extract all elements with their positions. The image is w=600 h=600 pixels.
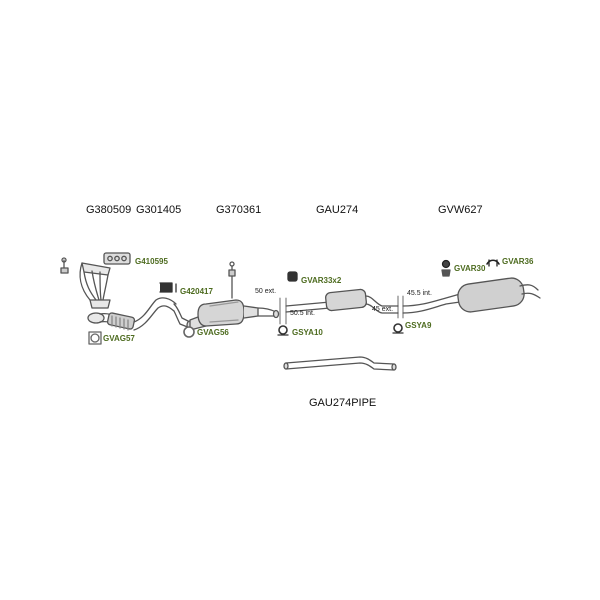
lambda-sensor-icon — [228, 261, 236, 299]
clamp-2-icon[interactable] — [392, 323, 404, 334]
ring-seal-icon[interactable] — [88, 331, 102, 345]
hanger-icon[interactable] — [486, 259, 500, 267]
dimension-label-2: 50.5 int. — [290, 310, 315, 317]
part-code-bracket[interactable]: G420417 — [180, 287, 213, 296]
bolt-stud-icon — [60, 257, 69, 274]
part-code-gasket[interactable]: G410595 — [135, 257, 168, 266]
bracket-icon[interactable] — [159, 282, 177, 293]
part-code-mount-1[interactable]: GVAR33x2 — [301, 276, 342, 285]
dimension-label-3: 45.5 int. — [407, 290, 432, 297]
dimension-label-1: 50 ext. — [255, 288, 277, 295]
pipe-code[interactable]: GAU274PIPE — [309, 397, 377, 409]
part-code-ring-2[interactable]: GVAG56 — [197, 328, 229, 337]
part-code-mount-2[interactable]: GVAR30 — [454, 264, 486, 273]
top-code-4[interactable]: GAU274 — [316, 204, 359, 216]
dimension-label-4: 45 ext. — [372, 306, 394, 313]
part-code-hanger[interactable]: GVAR36 — [502, 257, 534, 266]
manifold-gasket-icon[interactable] — [103, 252, 131, 265]
rear-silencer-icon[interactable] — [402, 277, 541, 314]
middle-pipe-icon[interactable] — [285, 288, 399, 314]
part-code-ring-1[interactable]: GVAG57 — [103, 334, 135, 343]
ring-seal-2-icon[interactable] — [183, 326, 195, 338]
rubber-mount-icon[interactable] — [287, 271, 298, 282]
catalytic-converter-icon[interactable] — [189, 299, 280, 331]
joint-marks-2 — [397, 295, 404, 319]
part-code-clamp-2[interactable]: GSYA9 — [405, 321, 432, 330]
middle-pipe-alt-icon[interactable] — [283, 356, 397, 371]
top-code-1[interactable]: G380509 — [86, 204, 132, 216]
part-code-clamp-1[interactable]: GSYA10 — [292, 328, 323, 337]
exhaust-manifold-icon[interactable] — [79, 262, 111, 309]
clamp-icon[interactable] — [277, 325, 289, 336]
top-code-2[interactable]: G301405 — [136, 204, 182, 216]
joint-marks — [279, 297, 287, 325]
rubber-mount-2-icon[interactable] — [441, 259, 451, 277]
top-code-3[interactable]: G370361 — [216, 204, 262, 216]
top-code-5[interactable]: GVW627 — [438, 204, 483, 216]
